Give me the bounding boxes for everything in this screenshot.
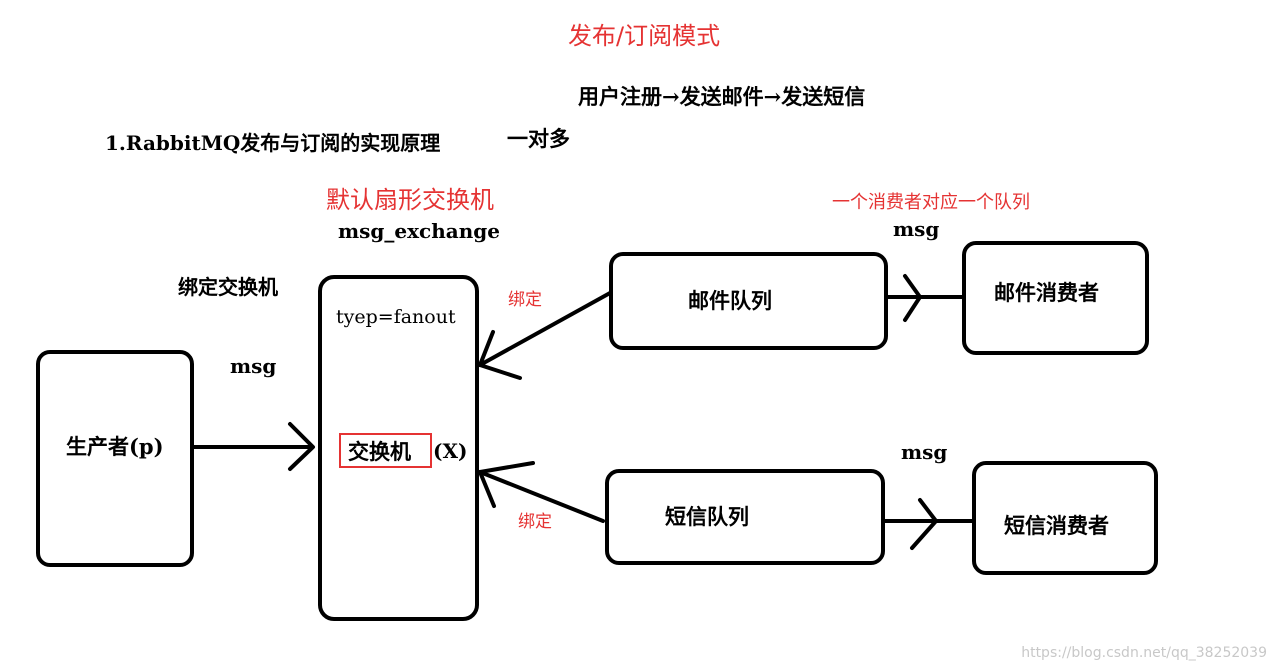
exchange-type-label: tyep=fanout (336, 306, 456, 328)
bind-exchange-label: 绑定交换机 (178, 275, 278, 299)
sms-consumer-arrowhead (910, 498, 938, 550)
mail-bind-label: 绑定 (508, 290, 542, 310)
mail-queue-label: 邮件队列 (688, 288, 772, 313)
sms-bind-label: 绑定 (518, 512, 552, 532)
consumer-queue-note: 一个消费者对应一个队列 (832, 192, 1030, 213)
mail-consumer-label: 邮件消费者 (994, 280, 1099, 305)
sms-queue-to-exchange-line (478, 470, 605, 523)
section-heading: 1.RabbitMQ发布与订阅的实现原理 (105, 131, 441, 155)
producer-arrowhead (288, 422, 315, 471)
one-to-many-note: 一对多 (507, 126, 570, 151)
producer-msg-label: msg (230, 354, 277, 378)
mail-consumer-box: 邮件消费者 (962, 241, 1149, 355)
producer-label: 生产者(p) (66, 434, 164, 459)
sms-queue-label: 短信队列 (665, 504, 749, 529)
mail-queue-to-exchange-line (478, 291, 612, 367)
sms-consumer-box: 短信消费者 (972, 461, 1158, 575)
mail-msg-label: msg (893, 217, 940, 241)
mail-consumer-arrowhead (903, 274, 922, 322)
watermark: https://blog.csdn.net/qq_38252039 (1021, 645, 1267, 661)
sms-queue-arrowhead (478, 461, 535, 508)
default-exchange-note: 默认扇形交换机 (326, 186, 494, 214)
sms-queue-box: 短信队列 (605, 469, 885, 565)
diagram-title: 发布/订阅模式 (568, 22, 721, 50)
exchange-highlight-frame (339, 433, 432, 468)
mail-queue-arrowhead (478, 330, 522, 380)
exchange-name: msg_exchange (338, 219, 500, 243)
flow-note: 用户注册→发送邮件→发送短信 (578, 84, 866, 109)
exchange-suffix-label: (X) (433, 439, 468, 463)
mail-queue-box: 邮件队列 (609, 252, 888, 350)
producer-box: 生产者(p) (36, 350, 194, 567)
exchange-center-label: 交换机 (348, 439, 411, 464)
sms-msg-label: msg (901, 440, 948, 464)
sms-consumer-label: 短信消费者 (1004, 513, 1109, 538)
exchange-box: tyep=fanout 交换机 (X) (318, 275, 479, 621)
